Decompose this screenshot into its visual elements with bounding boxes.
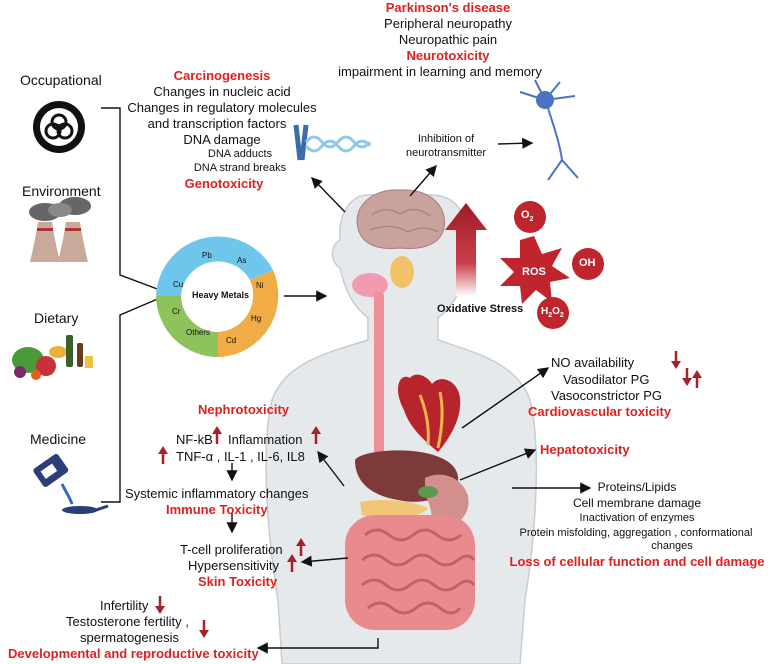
ros-label: ROS (522, 266, 546, 278)
nfkb-label: NF-kB (176, 432, 213, 447)
metal-as: As (237, 256, 247, 265)
inhibition-line-1: Inhibition of (417, 133, 475, 145)
peroxide-label: H2O2 (541, 306, 564, 319)
carcino-line-5: DNA adducts (207, 148, 273, 160)
metal-ni: Ni (256, 281, 264, 290)
parkinsons-title: Parkinson's disease (385, 0, 511, 15)
genotoxicity-title: Genotoxicity (184, 176, 264, 191)
metal-cu: Cu (173, 280, 184, 289)
neuron-icon (519, 79, 579, 181)
systemic-inflammation-label: Systemic inflammatory changes (125, 486, 309, 501)
reproductive-toxicity-title: Developmental and reproductive toxicity (8, 646, 259, 661)
superoxide-label: O2 (521, 209, 534, 224)
repro-line-1: Infertility (100, 598, 149, 613)
repro-line-2: Testosterone fertility , (66, 614, 189, 629)
neuro-line-3: impairment in learning and memory (338, 64, 542, 79)
metal-cd: Cd (226, 336, 237, 345)
change-arrows (155, 351, 702, 638)
source-environment: Environment (22, 183, 101, 199)
carcinogenesis-title: Carcinogenesis (173, 68, 271, 83)
food-icon (12, 335, 93, 380)
neurotoxicity-title: Neurotoxicity (406, 48, 490, 63)
source-occupational: Occupational (20, 72, 102, 88)
hydroxyl-label: OH (579, 257, 596, 269)
cell-line-5: changes (651, 540, 693, 552)
heavy-metals-donut (156, 236, 279, 357)
carcino-line-3: and transcription factors (147, 116, 287, 131)
ros-burst-icon (500, 236, 570, 304)
peroxide-bubble (537, 297, 569, 329)
factory-icon (29, 197, 91, 262)
source-dietary: Dietary (34, 310, 79, 326)
metal-cr: Cr (172, 307, 181, 316)
source-medicine: Medicine (30, 431, 87, 447)
metal-others: Others (186, 328, 211, 337)
inhibition-line-2: neurotransmitter (405, 147, 487, 159)
sources-bracket (101, 107, 161, 503)
carcino-line-6: DNA strand breaks (193, 162, 287, 174)
biohazard-icon (33, 101, 85, 153)
cardiovascular-toxicity-title: Cardiovascular toxicity (528, 404, 672, 419)
cardio-line-3: Vasoconstrictor PG (551, 388, 663, 403)
cardio-line-2: Vasodilator PG (563, 372, 650, 387)
medicine-bottle-icon (33, 453, 109, 514)
cardio-line-1: NO availability (551, 355, 635, 370)
human-body (265, 189, 538, 664)
skin-line-2: Hypersensitivity (188, 558, 280, 573)
neuro-line-1: Peripheral neuropathy (384, 16, 512, 31)
immune-toxicity-title: Immune Toxicity (166, 502, 268, 517)
skin-toxicity-title: Skin Toxicity (198, 574, 278, 589)
cell-line-1: Proteins/Lipids (597, 480, 677, 494)
cell-line-4: Protein misfolding, aggregation , confor… (519, 527, 753, 539)
dna-icon (293, 124, 372, 161)
carcino-line-2: Changes in regulatory molecules (127, 100, 317, 115)
nephrotoxicity-title: Nephrotoxicity (198, 402, 290, 417)
connector-arrows (226, 137, 592, 654)
hepatotoxicity-title: Hepatotoxicity (540, 442, 630, 457)
hydroxyl-bubble (572, 248, 604, 280)
superoxide-bubble (514, 201, 546, 233)
inflammation-label: Inflammation (228, 432, 303, 447)
carcino-line-1: Changes in nucleic acid (153, 84, 291, 99)
oxidative-stress-arrow (445, 203, 487, 296)
cell-line-2: Cell membrane damage (572, 496, 702, 510)
cytokines-label: TNF-α , IL-1 , IL-6, IL8 (176, 449, 305, 464)
heavy-metals-label: Heavy Metals (192, 290, 250, 300)
cell-damage-title: Loss of cellular function and cell damag… (509, 554, 765, 569)
repro-line-3: spermatogenesis (80, 630, 179, 645)
oxidative-stress-label: Oxidative Stress (437, 303, 524, 315)
cell-line-3: Inactivation of enzymes (579, 512, 695, 524)
neuro-line-2: Neuropathic pain (398, 32, 498, 47)
metal-hg: Hg (251, 314, 262, 323)
skin-line-1: T-cell proliferation (180, 542, 283, 557)
metal-pb: Pb (202, 251, 212, 260)
carcino-line-4: DNA damage (183, 132, 261, 147)
